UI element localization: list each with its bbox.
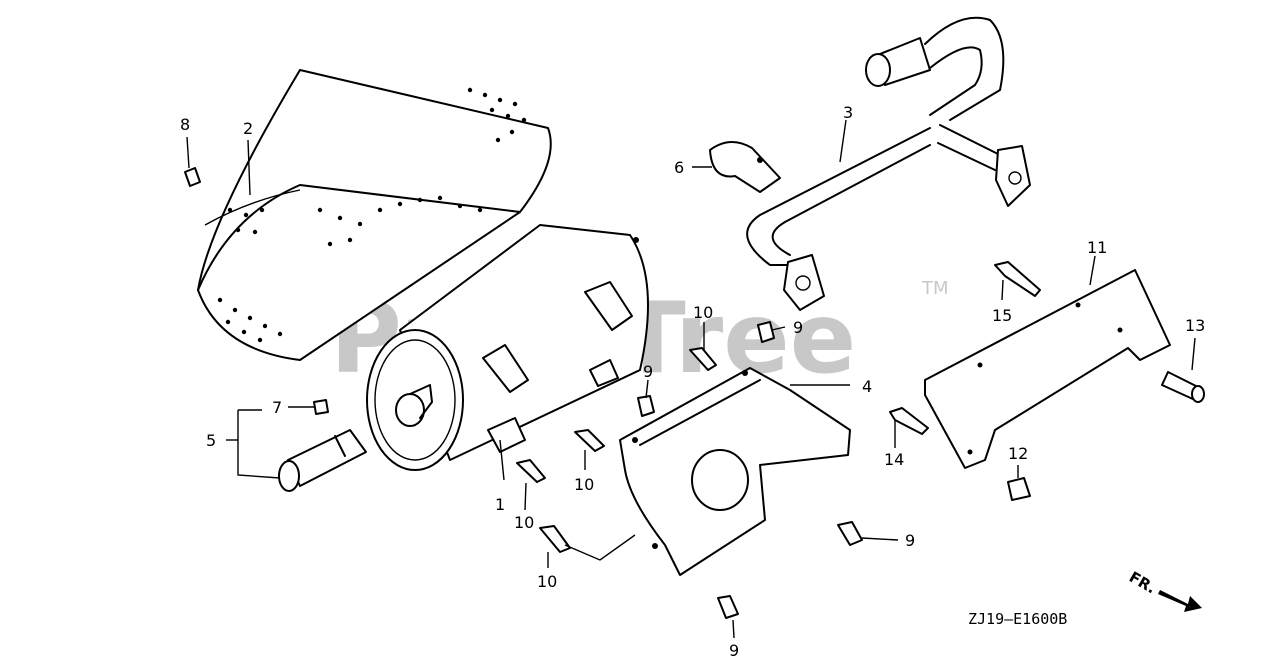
- muffler-bracket-left: [482, 344, 529, 393]
- bolt-9-c[interactable]: [837, 521, 863, 546]
- callout-10-c: 10: [514, 513, 534, 532]
- exhaust-pipe-part[interactable]: [746, 16, 1031, 311]
- bolt-9-b[interactable]: [637, 395, 655, 417]
- callout-2: 2: [243, 119, 253, 138]
- bolt-7[interactable]: [313, 399, 329, 415]
- callout-labels: 1 2 3 4 5 6 7 8 9 9 9 9 10 10 10 10 11 1…: [180, 103, 1205, 660]
- heat-shield-part[interactable]: [924, 269, 1171, 469]
- callout-13: 13: [1185, 316, 1205, 335]
- bolt-9-a[interactable]: [757, 321, 775, 343]
- muffler-bracket-upper: [584, 281, 633, 331]
- callout-1: 1: [495, 495, 505, 514]
- callout-10-a: 10: [693, 303, 713, 322]
- callout-10-b: 10: [574, 475, 594, 494]
- callout-15: 15: [992, 306, 1012, 325]
- bolt-10-c[interactable]: [516, 459, 546, 483]
- bolt-10-d[interactable]: [539, 525, 571, 553]
- pipe-clamp-part[interactable]: [709, 141, 781, 193]
- callout-9-d: 9: [729, 641, 739, 660]
- front-direction-indicator: FR.: [1126, 568, 1202, 612]
- callout-4: 4: [862, 377, 872, 396]
- bolt-10-a[interactable]: [689, 347, 717, 371]
- callout-9-c: 9: [905, 531, 915, 550]
- callout-9-a: 9: [793, 318, 803, 337]
- exhaust-pipe-flange: [995, 145, 1031, 207]
- leader-lines: [186, 119, 1196, 639]
- callout-8: 8: [180, 115, 190, 134]
- muffler-stay-part[interactable]: [619, 367, 851, 576]
- bolt-9-d[interactable]: [717, 595, 739, 619]
- muffler-protector-part[interactable]: [197, 69, 552, 361]
- front-indicator-label: FR.: [1126, 568, 1159, 597]
- diagram-code: ZJ19—E1600B: [968, 610, 1067, 628]
- watermark-trademark: TM: [921, 278, 949, 299]
- nut-part[interactable]: [1007, 477, 1031, 501]
- spacer-tube-part[interactable]: [1161, 371, 1205, 403]
- callout-6: 6: [674, 158, 684, 177]
- muffler-bracket-bottom: [487, 417, 526, 453]
- exhaust-pipe-flange-lower: [783, 254, 825, 311]
- bolt-10-b[interactable]: [574, 429, 605, 452]
- bolt-8[interactable]: [184, 167, 201, 187]
- bolt-15[interactable]: [994, 261, 1041, 297]
- callout-3: 3: [843, 103, 853, 122]
- callout-11: 11: [1087, 238, 1107, 257]
- front-arrow-icon: [1158, 590, 1202, 612]
- callout-7: 7: [272, 398, 282, 417]
- callout-9-b: 9: [643, 362, 653, 381]
- protector-perforations: [217, 87, 527, 343]
- callout-12: 12: [1008, 444, 1028, 463]
- callout-10-d: 10: [537, 572, 557, 591]
- bolt-14[interactable]: [889, 407, 929, 435]
- callout-5: 5: [206, 431, 216, 450]
- exhaust-extension-part[interactable]: [278, 429, 367, 492]
- callout-14: 14: [884, 450, 904, 469]
- muffler-body-part[interactable]: [366, 224, 649, 471]
